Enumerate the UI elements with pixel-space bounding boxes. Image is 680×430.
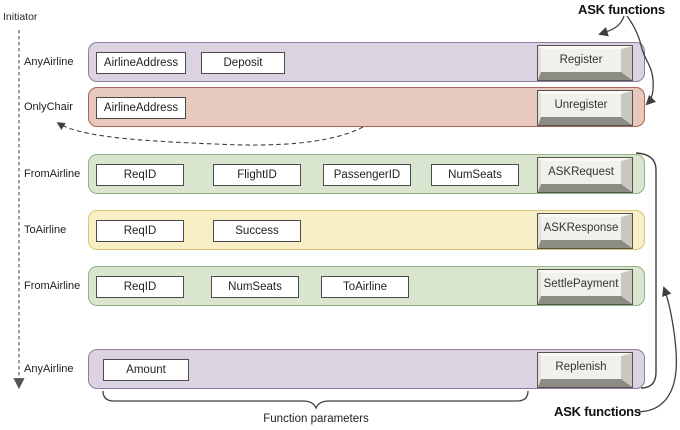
param-numseats: NumSeats <box>431 164 519 186</box>
param-airlineaddress: AirlineAddress <box>96 97 186 119</box>
row-initiator-label: OnlyChair <box>24 101 73 113</box>
param-flightid: FlightID <box>213 164 301 186</box>
replenish-row-box: Amount Replenish <box>88 349 645 389</box>
unregister-button[interactable]: Unregister <box>537 90 633 126</box>
param-airlineaddress: AirlineAddress <box>96 52 186 74</box>
row-askrequest: FromAirline ReqID FlightID PassengerID N… <box>0 154 680 194</box>
param-toairline: ToAirline <box>321 276 409 298</box>
replenish-button-label: Replenish <box>555 360 607 373</box>
settlepayment-button[interactable]: SettlePayment <box>537 269 633 305</box>
row-replenish: AnyAirline Amount Replenish <box>0 349 680 389</box>
register-button-label: Register <box>559 53 603 66</box>
param-reqid: ReqID <box>96 276 184 298</box>
param-deposit: Deposit <box>201 52 285 74</box>
askresponse-row-box: ReqID Success ASKResponse <box>88 210 645 250</box>
askresponse-button-label: ASKResponse <box>543 221 619 234</box>
function-parameters-label: Function parameters <box>263 413 369 425</box>
row-initiator-label: AnyAirline <box>24 363 74 375</box>
param-success: Success <box>213 220 301 242</box>
row-askresponse: ToAirline ReqID Success ASKResponse <box>0 210 680 250</box>
unregister-button-label: Unregister <box>554 98 608 111</box>
row-unregister: OnlyChair AirlineAddress Unregister <box>0 87 680 127</box>
ask-functions-bottom-label: ASK functions <box>554 404 641 419</box>
askresponse-button[interactable]: ASKResponse <box>537 213 633 249</box>
ask-top-arrow-register <box>598 15 625 37</box>
param-reqid: ReqID <box>96 164 184 186</box>
ask-functions-top-label: ASK functions <box>578 2 665 17</box>
row-initiator-label: FromAirline <box>24 168 81 180</box>
settlepayment-button-label: SettlePayment <box>543 277 619 290</box>
initiator-label: Initiator <box>3 11 38 23</box>
param-passengerid: PassengerID <box>323 164 411 186</box>
register-row-box: AirlineAddress Deposit Register <box>88 42 645 82</box>
row-settlepayment: FromAirline ReqID NumSeats ToAirline Set… <box>0 266 680 306</box>
row-initiator-label: FromAirline <box>24 280 81 292</box>
askrequest-button-label: ASKRequest <box>548 165 614 178</box>
param-amount: Amount <box>103 359 189 381</box>
row-initiator-label: ToAirline <box>24 224 67 236</box>
row-register: AnyAirline AirlineAddress Deposit Regist… <box>0 42 680 82</box>
param-reqid: ReqID <box>96 220 184 242</box>
param-numseats: NumSeats <box>211 276 299 298</box>
row-initiator-label: AnyAirline <box>24 56 74 68</box>
askrequest-row-box: ReqID FlightID PassengerID NumSeats ASKR… <box>88 154 645 194</box>
askrequest-button[interactable]: ASKRequest <box>537 157 633 193</box>
settlepayment-row-box: ReqID NumSeats ToAirline SettlePayment <box>88 266 645 306</box>
register-button[interactable]: Register <box>537 45 633 81</box>
unregister-row-box: AirlineAddress Unregister <box>88 87 645 127</box>
replenish-button[interactable]: Replenish <box>537 352 633 388</box>
function-parameters-brace <box>102 390 529 410</box>
